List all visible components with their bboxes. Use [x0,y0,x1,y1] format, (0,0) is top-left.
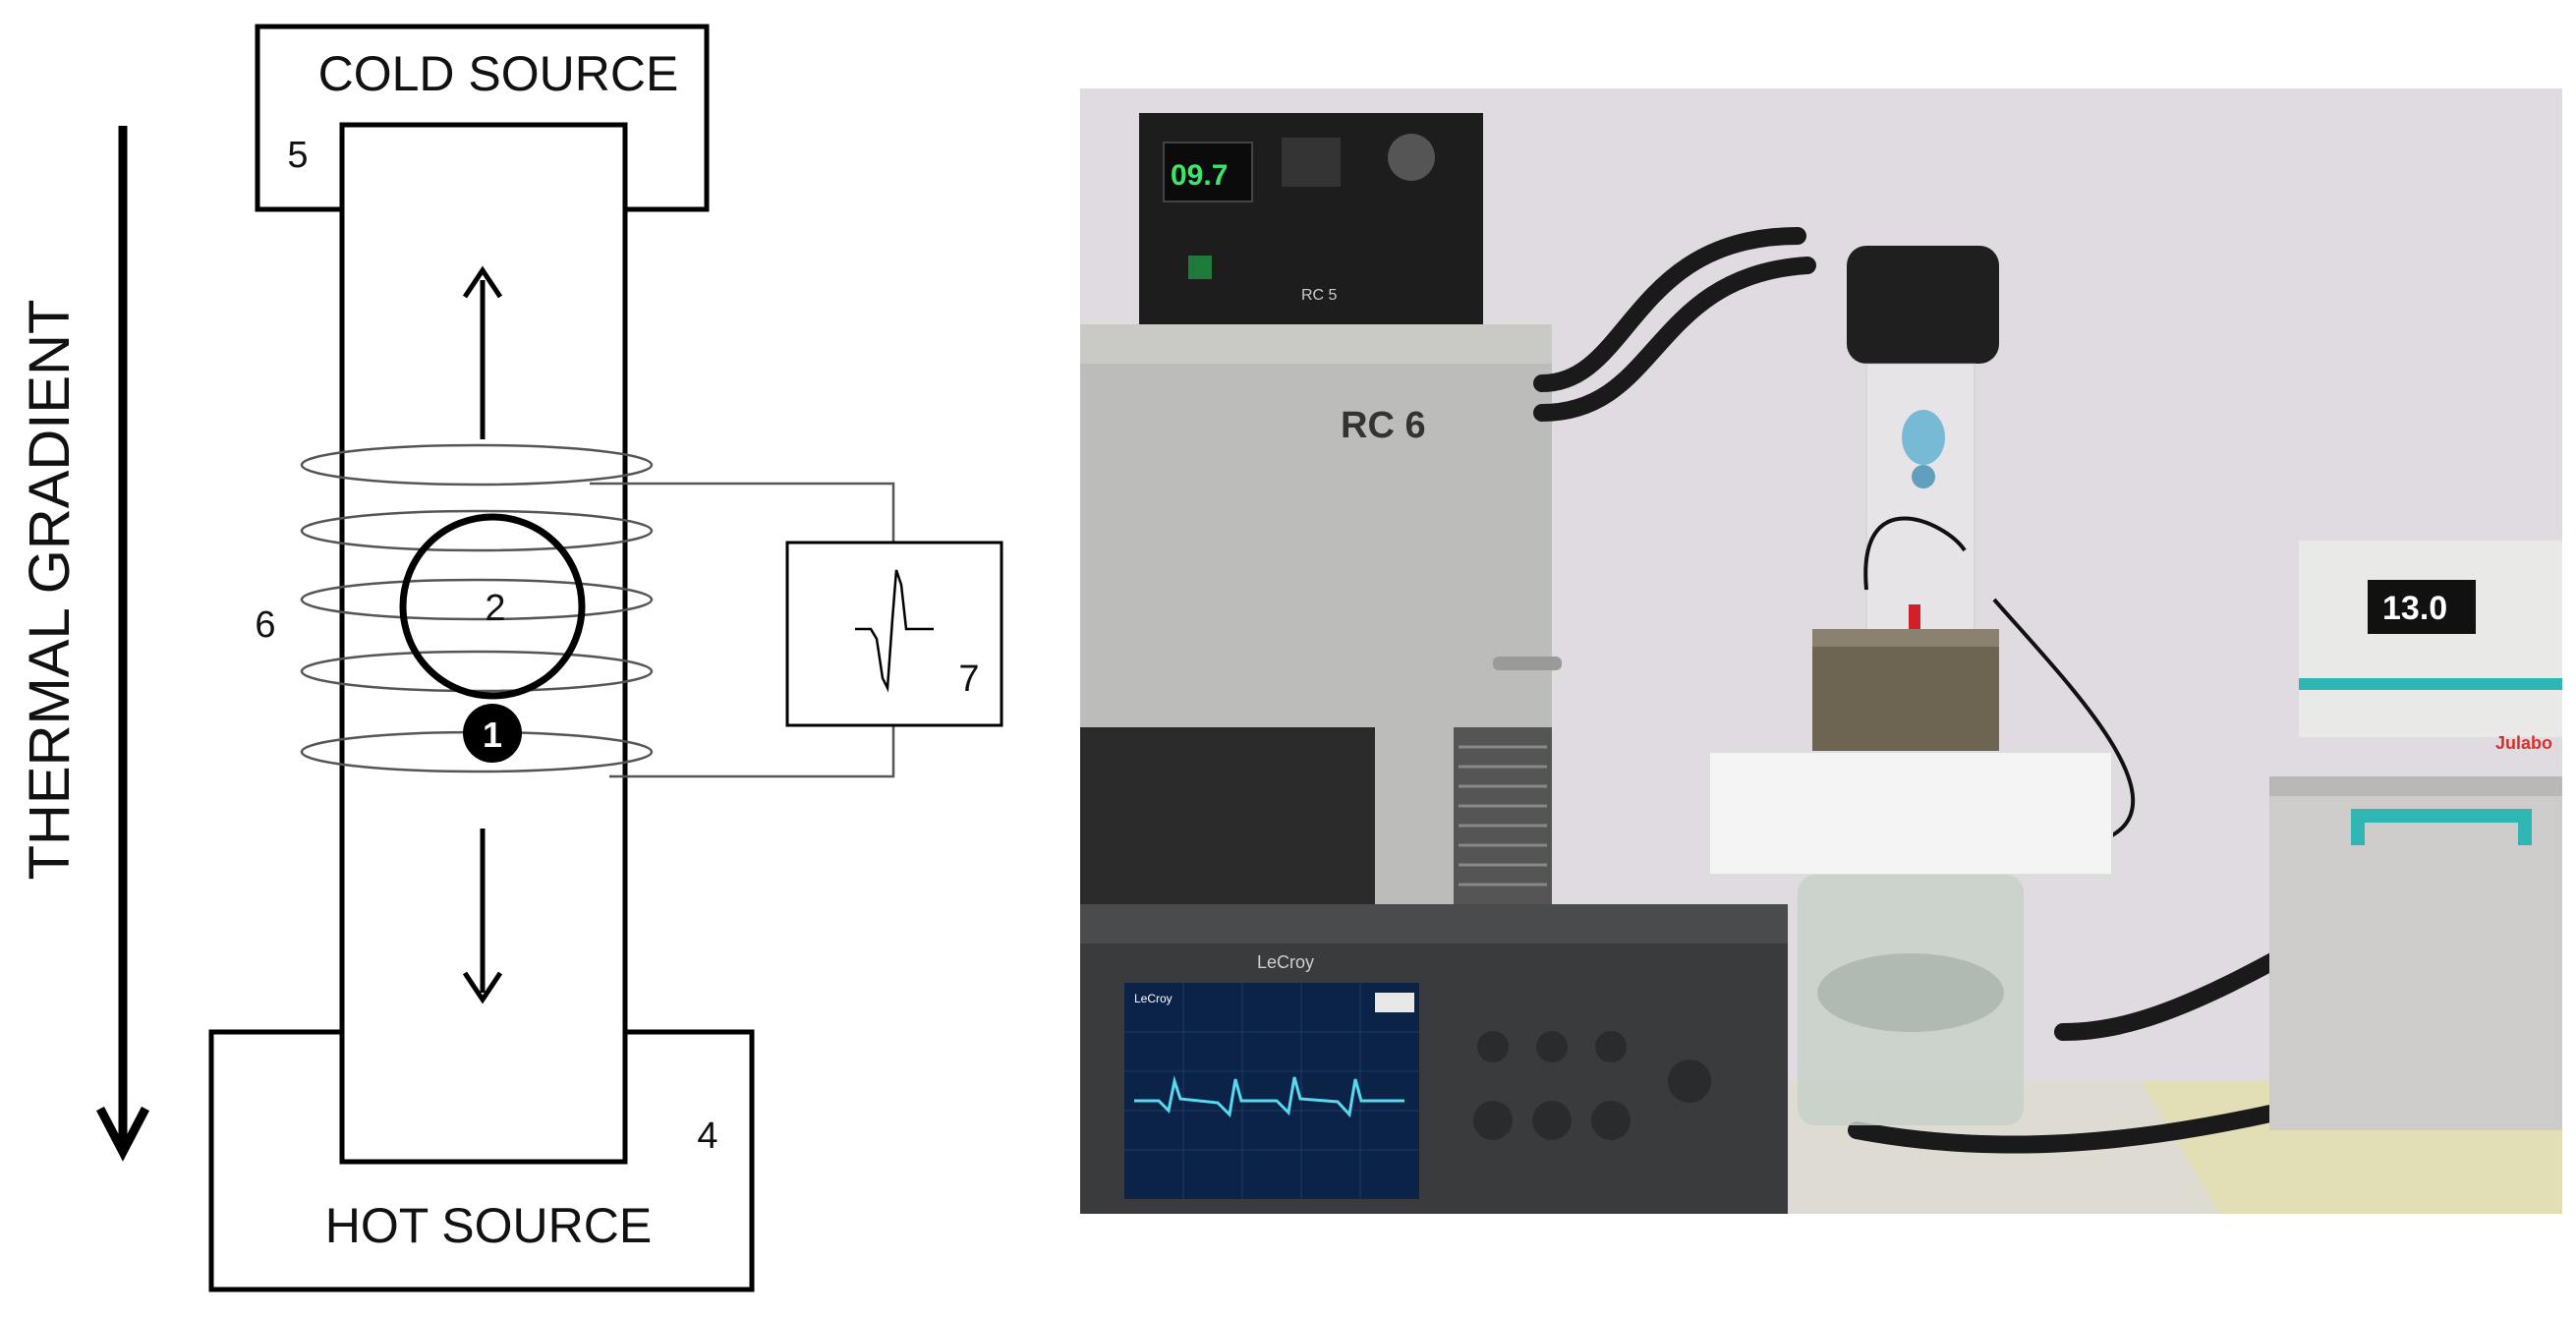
styrofoam-base [1708,751,2113,876]
arrow-down-icon [462,829,503,1004]
chiller-display: 09.7 [1171,159,1228,192]
label-number-1: 1 [483,715,502,755]
thermal-gradient-label: THERMAL GRADIENT [18,300,82,881]
thermal-gradient-arrow-icon [96,126,149,1162]
controller-model-label: RC 5 [1301,287,1338,304]
bath-display: 13.0 [2382,590,2447,627]
setup-photo: RC 6 09.7 RC 5 [1080,88,2562,1214]
label-number-5: 5 [287,135,308,176]
label-number-4: 4 [697,1116,717,1157]
arrow-up-icon [462,265,503,439]
bath-brand-label: Julabo [2495,733,2552,753]
oscilloscope-screen-header: LeCroy [1134,992,1173,1005]
chiller-model-label: RC 6 [1341,405,1426,446]
schematic-diagram: COLD SOURCE 5 HOT SOURCE 3 4 6 2 1 7 [18,24,1003,1292]
label-number-6: 6 [255,604,275,646]
bubble [399,513,586,700]
oscilloscope: LeCroy LeCroy [1080,904,1788,1214]
oscilloscope-screen [1124,983,1419,1199]
blue-drop [1902,410,1945,488]
chiller-controller: 09.7 RC 5 [1139,113,1483,324]
signal-trace [855,569,934,693]
signal-box [785,541,1003,727]
label-number-2: 2 [485,588,505,629]
oscilloscope-brand-label: LeCroy [1257,952,1314,972]
label-number-7: 7 [958,658,979,700]
hot-source-label: HOT SOURCE [325,1198,652,1253]
probe-wires [1863,516,2136,837]
oscilloscope-trace [1134,1075,1404,1118]
cold-head [1847,246,1999,364]
thermostatic-bath: 13.0 Julabo [2269,541,2562,1130]
particle-marker [463,704,522,763]
cold-source-label: COLD SOURCE [318,46,679,101]
